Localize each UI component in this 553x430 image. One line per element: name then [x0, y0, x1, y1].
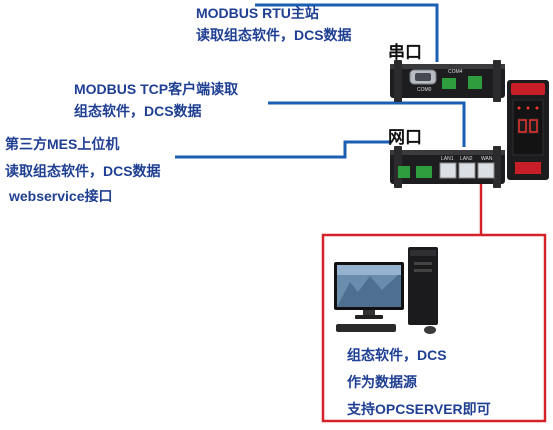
- com0-label: COM0: [417, 87, 432, 93]
- wan-label: WAN: [481, 156, 493, 162]
- server-box-border: [321, 233, 547, 423]
- lan1-port: [439, 162, 457, 179]
- mes-label-line1: 第三方MES上位机: [5, 136, 120, 152]
- net-terminal-2: [416, 166, 432, 178]
- wan-port: [477, 162, 495, 179]
- keyboard: [336, 324, 396, 332]
- rtu-label-line1: MODBUS RTU主站: [196, 5, 319, 21]
- rtu-connector: [255, 3, 439, 62]
- lan2-label: LAN2: [460, 156, 473, 162]
- com4-top-label: COM4: [448, 69, 463, 75]
- serial-gateway-device: COM0 COM4: [390, 60, 505, 102]
- terminal-block-2: [468, 76, 482, 89]
- tcp-label-line2: 组态软件，DCS数据: [74, 103, 202, 119]
- server-text-line3: 支持OPCSERVER即可: [347, 401, 491, 417]
- lan2-port: [458, 162, 476, 179]
- serial-port-title: 串口: [388, 43, 422, 62]
- mes-connector: [175, 140, 392, 159]
- rtu-label-line2: 读取组态软件，DCS数据: [196, 27, 352, 43]
- mes-label-line3: webservice接口: [9, 188, 113, 204]
- lan1-label: LAN1: [441, 156, 454, 162]
- mouse: [424, 326, 436, 334]
- standalone-gateway-device: [507, 80, 549, 180]
- tcp-connector: [268, 101, 466, 147]
- net-terminal-1: [398, 166, 410, 178]
- server-text-line2: 作为数据源: [347, 374, 417, 390]
- server-text-line1: 组态软件，DCS: [347, 347, 447, 363]
- network-gateway-device: LAN1 LAN2 WAN: [390, 146, 505, 188]
- terminal-block-1: [442, 78, 456, 89]
- tcp-label-line1: MODBUS TCP客户端读取: [74, 81, 239, 97]
- network-port-title: 网口: [388, 128, 422, 147]
- pc-tower: [408, 247, 438, 325]
- mes-label-line2: 读取组态软件，DCS数据: [5, 163, 161, 179]
- pc-illustration: [334, 247, 438, 334]
